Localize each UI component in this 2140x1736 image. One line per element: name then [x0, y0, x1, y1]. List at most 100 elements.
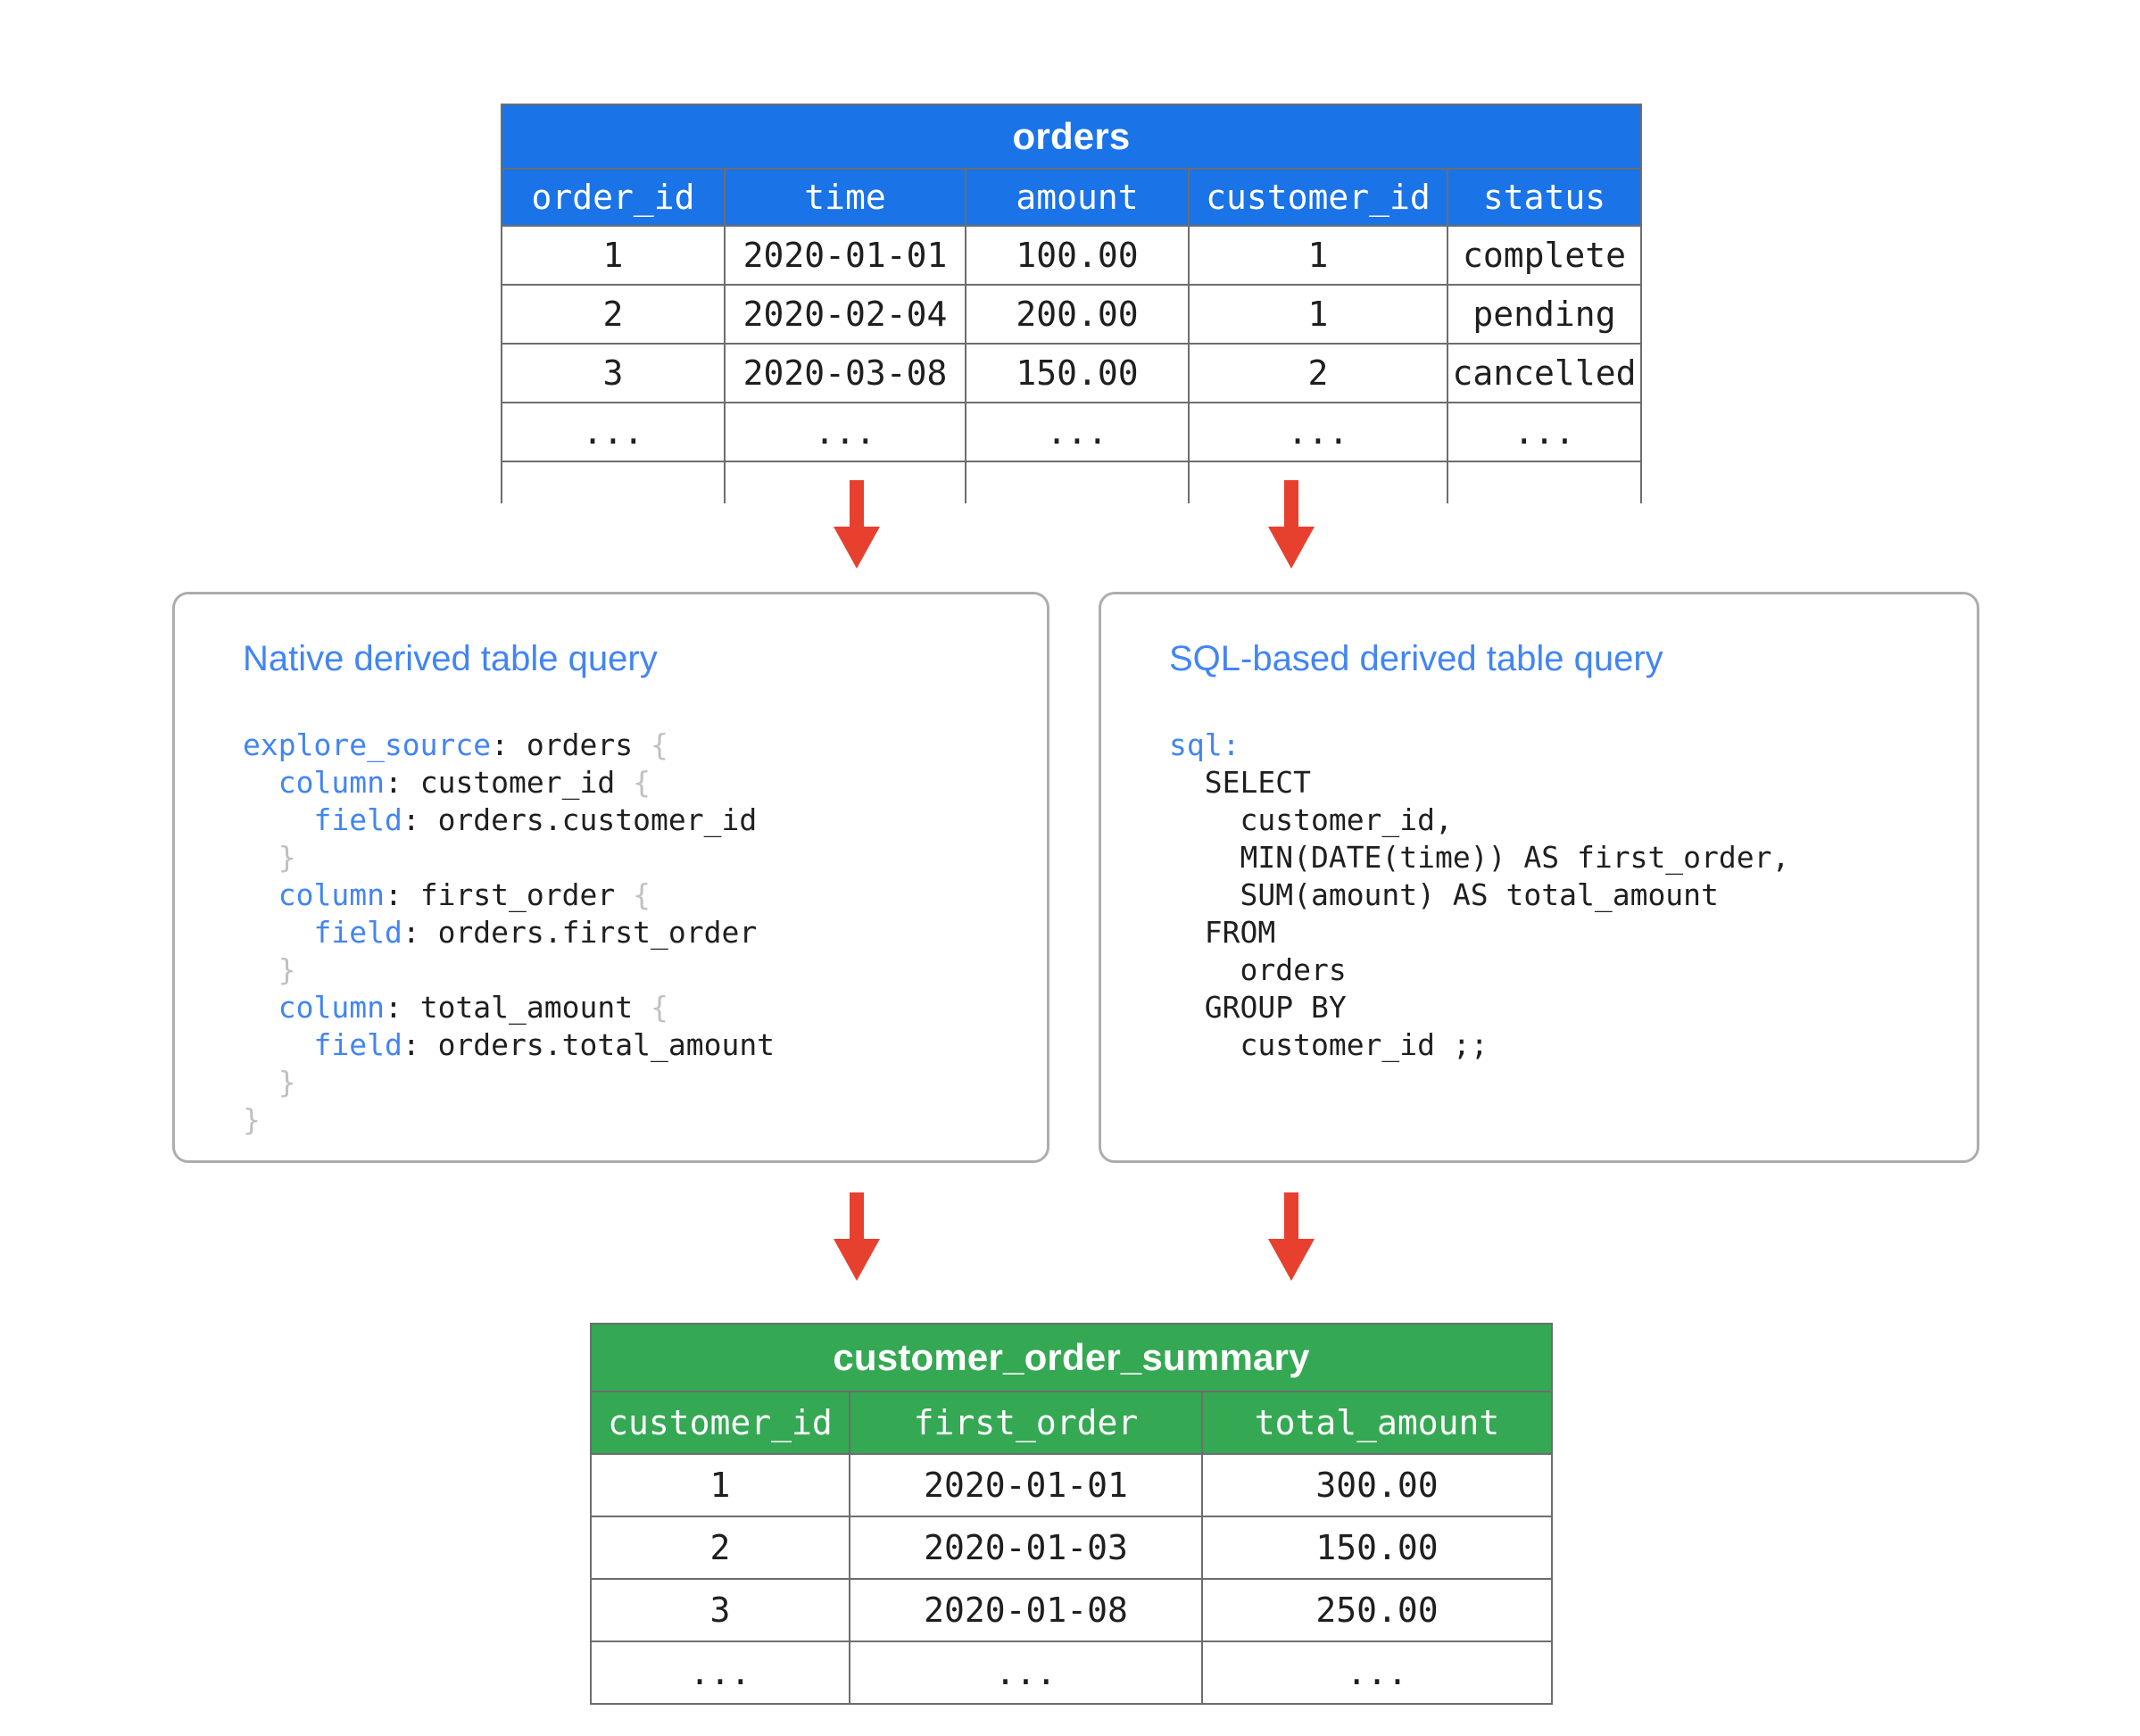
cell-amount: 200.00 — [965, 284, 1190, 345]
code-token: column — [278, 877, 385, 912]
cell-first-order: 2020-01-01 — [849, 1453, 1203, 1517]
code-line: field: orders.total_amount — [243, 1026, 775, 1064]
cell-customer-id: 2 — [1188, 343, 1448, 403]
code-line: orders — [1169, 951, 1789, 989]
cell-first-order: ... — [849, 1640, 1203, 1705]
table-row: 3 2020-03-08 150.00 2 cancelled — [501, 343, 1643, 403]
cell-first-order: 2020-01-08 — [849, 1578, 1203, 1642]
code-token: column — [278, 765, 385, 800]
code-token: : orders — [491, 727, 651, 762]
orders-table: orders order_id time amount customer_id … — [500, 104, 1643, 503]
cell-status: complete — [1446, 225, 1643, 286]
code-line: sql: — [1169, 727, 1789, 764]
cell-amount: 100.00 — [965, 225, 1190, 286]
code-token: } — [278, 840, 296, 875]
native-card-code: explore_source: orders { column: custome… — [243, 727, 775, 1139]
code-token: } — [278, 1065, 296, 1100]
cell-time: 2020-01-01 — [724, 225, 966, 286]
column-header-order-id: order_id — [501, 168, 726, 227]
code-token: { — [633, 765, 651, 800]
table-row: 1 2020-01-01 100.00 1 complete — [501, 225, 1643, 286]
cell-time: ... — [724, 402, 966, 462]
table-row: 3 2020-01-08 250.00 — [590, 1578, 1554, 1642]
column-header-customer-id: customer_id — [1188, 168, 1448, 227]
code-token: field — [313, 802, 402, 837]
code-line: } — [243, 839, 775, 876]
cell-clipped — [965, 461, 1190, 503]
arrow-orders-to-native — [834, 480, 880, 569]
cell-order-id: 1 — [501, 225, 726, 286]
code-token: field — [313, 1027, 402, 1062]
native-card-title: Native derived table query — [243, 639, 658, 678]
cell-total-amount: 250.00 — [1200, 1578, 1554, 1642]
column-header-amount: amount — [965, 168, 1190, 227]
summary-table-title-row: customer_order_summary — [589, 1323, 1554, 1392]
code-line: column: customer_id { — [243, 764, 775, 802]
cell-total-amount: 300.00 — [1200, 1453, 1554, 1517]
cell-customer-id: ... — [590, 1640, 850, 1705]
code-token: MIN(DATE(time)) AS first_order, — [1240, 840, 1790, 875]
code-token: customer_id ;; — [1240, 1027, 1489, 1062]
customer-order-summary-table: customer_order_summary customer_id first… — [589, 1323, 1554, 1705]
code-token: column — [278, 990, 385, 1025]
column-header-time: time — [724, 168, 966, 227]
table-row: 2 2020-02-04 200.00 1 pending — [501, 284, 1643, 345]
arrow-orders-to-sql — [1268, 480, 1315, 569]
table-row: 2 2020-01-03 150.00 — [590, 1516, 1554, 1580]
sql-derived-table-card: SQL-based derived table query sql: SELEC… — [1099, 592, 1979, 1163]
code-token: { — [633, 877, 651, 912]
table-row-clipped — [501, 461, 1643, 503]
code-line: } — [243, 1101, 775, 1139]
code-line: SUM(amount) AS total_amount — [1169, 876, 1789, 914]
table-row: 1 2020-01-01 300.00 — [590, 1453, 1554, 1517]
code-token: sql — [1169, 727, 1223, 762]
orders-table-header-row: order_id time amount customer_id status — [501, 168, 1643, 227]
code-line: GROUP BY — [1169, 989, 1789, 1026]
cell-customer-id: 1 — [1188, 284, 1448, 345]
code-token: : total_amount — [384, 990, 651, 1025]
cell-time: 2020-02-04 — [724, 284, 966, 345]
orders-table-title: orders — [500, 104, 1643, 170]
code-line: } — [243, 951, 775, 989]
native-derived-table-card: Native derived table query explore_sourc… — [172, 592, 1049, 1163]
code-token: { — [650, 727, 668, 762]
cell-status: cancelled — [1446, 343, 1643, 403]
column-header-total-amount: total_amount — [1200, 1391, 1554, 1455]
orders-table-body: orders order_id time amount customer_id … — [500, 104, 1643, 503]
cell-total-amount: 150.00 — [1200, 1516, 1554, 1580]
code-line: customer_id ;; — [1169, 1026, 1789, 1064]
code-line: MIN(DATE(time)) AS first_order, — [1169, 839, 1789, 876]
cell-clipped — [501, 461, 726, 503]
code-line: explore_source: orders { — [243, 727, 775, 764]
arrow-sql-to-summary — [1268, 1192, 1315, 1281]
code-token: GROUP BY — [1204, 990, 1347, 1025]
code-token: } — [243, 1102, 261, 1137]
summary-table-body: customer_order_summary customer_id first… — [589, 1323, 1554, 1705]
cell-order-id: ... — [501, 402, 726, 462]
summary-table-title: customer_order_summary — [589, 1323, 1554, 1392]
cell-clipped — [1188, 461, 1448, 503]
code-token: orders — [1240, 952, 1347, 987]
cell-amount: ... — [965, 402, 1190, 462]
code-line: column: total_amount { — [243, 989, 775, 1026]
cell-first-order: 2020-01-03 — [849, 1516, 1203, 1580]
code-line: FROM — [1169, 914, 1789, 951]
cell-total-amount: ... — [1200, 1640, 1554, 1705]
code-token: : orders.total_amount — [402, 1027, 776, 1062]
code-token: SUM(amount) AS total_amount — [1240, 877, 1719, 912]
cell-customer-id: 2 — [590, 1516, 850, 1580]
sql-card-title: SQL-based derived table query — [1169, 639, 1663, 678]
table-row-ellipsis: ... ... ... — [590, 1640, 1554, 1705]
cell-amount: 150.00 — [965, 343, 1190, 403]
code-token: FROM — [1204, 915, 1276, 950]
code-token: { — [650, 990, 668, 1025]
orders-table-title-row: orders — [500, 104, 1643, 170]
code-token: field — [313, 915, 402, 950]
cell-clipped — [724, 461, 966, 503]
column-header-first-order: first_order — [849, 1391, 1203, 1455]
column-header-customer-id: customer_id — [590, 1391, 850, 1455]
code-line: customer_id, — [1169, 802, 1789, 839]
code-token: : first_order — [384, 877, 634, 912]
code-line: column: first_order { — [243, 876, 775, 914]
table-row-ellipsis: ... ... ... ... ... — [501, 402, 1643, 462]
